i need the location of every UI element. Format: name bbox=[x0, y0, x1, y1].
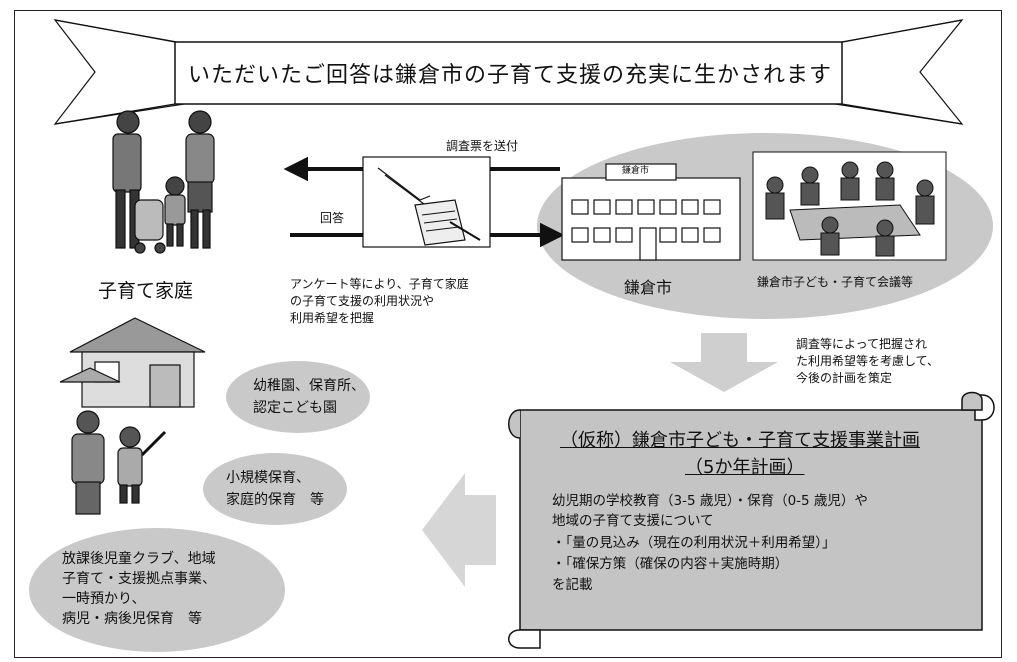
council-label: 鎌倉市子ども・子育て会議等 bbox=[757, 275, 914, 289]
plan-body-line-1: 幼児期の学校教育（3-5 歳児）・保育（0-5 歳児）や bbox=[552, 493, 868, 509]
survey-illustration bbox=[362, 156, 491, 248]
council-illustration bbox=[752, 151, 947, 261]
city-label: 鎌倉市 bbox=[624, 278, 673, 297]
kindergarten-line-1: 幼稚園、保育所、 bbox=[253, 378, 365, 394]
after-school-line-3: 一時預かり、 bbox=[62, 591, 146, 607]
city-hall-sign: 鎌倉市 bbox=[622, 166, 650, 176]
small-scale-line-2: 家庭的保育 等 bbox=[226, 492, 324, 508]
figure-frame bbox=[14, 10, 1002, 658]
after-school-line-1: 放課後児童クラブ、地域 bbox=[62, 551, 216, 567]
after-school-line-2: 子育て・支援拠点事業、 bbox=[62, 571, 216, 587]
plan-note-line-1: 調査等によって把握され bbox=[796, 337, 928, 351]
plan-note-line-3: 今後の計画を策定 bbox=[796, 371, 893, 385]
plan-body-line-2: 地域の子育て支援について bbox=[552, 513, 714, 529]
house-illustration bbox=[59, 317, 206, 408]
send-survey-label: 調査票を送付 bbox=[446, 139, 519, 153]
oval-small-scale bbox=[203, 453, 347, 525]
mother-child-illustration bbox=[71, 410, 167, 515]
plan-body-line-3: ・「量の見込み（現在の利用状況＋利用希望）」 bbox=[552, 535, 836, 551]
plan-body-line-5: を記載 bbox=[552, 577, 593, 593]
kindergarten-line-2: 認定こども園 bbox=[253, 400, 337, 416]
banner-title: いただいたご回答は鎌倉市の子育て支援の充実に生かされます bbox=[187, 63, 832, 88]
plan-scroll bbox=[508, 391, 995, 649]
after-school-line-4: 病児・病後児保育 等 bbox=[62, 611, 202, 627]
banner-ribbon bbox=[53, 19, 964, 125]
oval-kindergarten bbox=[226, 361, 370, 433]
plan-note-line-2: た利用希望等を考慮して、 bbox=[796, 354, 940, 368]
city-hall-illustration bbox=[561, 163, 741, 261]
answer-label: 回答 bbox=[320, 211, 345, 225]
family-illustration bbox=[112, 110, 215, 254]
plan-title-line-2: （5か年計画） bbox=[685, 457, 805, 478]
survey-desc-line-2: の子育て支援の利用状況や bbox=[290, 294, 435, 308]
plan-body-line-4: ・「確保方策（確保の内容＋実施時期） bbox=[552, 556, 789, 572]
family-label: 子育て家庭 bbox=[98, 280, 194, 302]
survey-desc-line-1: アンケート等により、子育て家庭 bbox=[290, 277, 469, 291]
oval-after-school bbox=[29, 528, 285, 652]
down-arrow bbox=[670, 333, 778, 392]
small-scale-line-1: 小規模保育、 bbox=[226, 470, 310, 486]
survey-desc-line-3: 利用希望を把握 bbox=[290, 311, 375, 325]
plan-title-line-1: （仮称）鎌倉市子ども・子育て支援事業計画 bbox=[560, 430, 920, 451]
banner-box bbox=[174, 41, 843, 105]
left-arrow bbox=[422, 473, 496, 587]
